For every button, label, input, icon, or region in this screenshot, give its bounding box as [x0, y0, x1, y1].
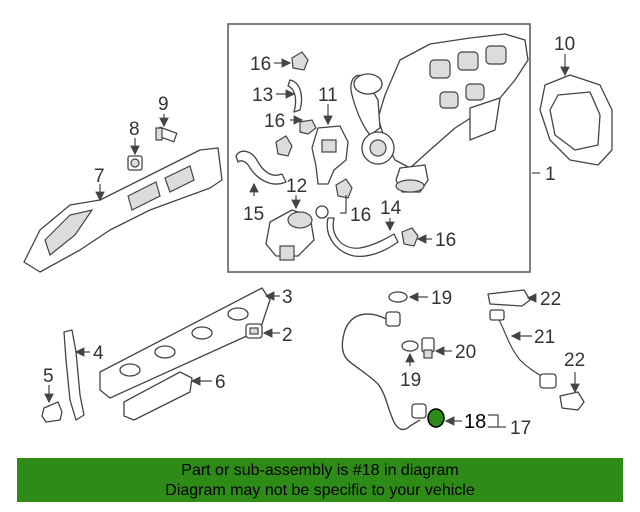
nut-8[interactable]: [127, 155, 143, 171]
callout-18[interactable]: 18: [464, 411, 486, 433]
callout-22-a[interactable]: 22: [540, 289, 561, 310]
clamp-16-b[interactable]: [275, 135, 293, 157]
oil-return-21[interactable]: [489, 309, 557, 389]
banner-line-1: Part or sub-assembly is #18 in diagram: [181, 462, 459, 479]
solenoid-valve-12[interactable]: [265, 209, 315, 261]
gasket-22-a[interactable]: [487, 289, 531, 307]
callout-16-d[interactable]: 16: [435, 230, 456, 251]
gasket-22-b[interactable]: [559, 391, 585, 411]
turbo-assembly-frame: [227, 23, 531, 273]
callout-17[interactable]: 17: [510, 418, 531, 439]
clamp-16-d[interactable]: [401, 227, 419, 247]
turbocharger-manifold[interactable]: [350, 33, 529, 193]
callout-16-c[interactable]: 16: [350, 205, 371, 226]
callout-12[interactable]: 12: [286, 176, 307, 197]
callout-13[interactable]: 13: [252, 85, 273, 106]
nut-2[interactable]: [245, 323, 263, 339]
washer-18-highlighted[interactable]: [427, 408, 445, 428]
exploded-parts-diagram: 1 2 3 4 5 6 7 8 9 10 11 12 13 14 15 16 1…: [23, 23, 613, 439]
washer-19-a[interactable]: [388, 291, 408, 303]
callout-9[interactable]: 9: [158, 94, 169, 115]
callout-10[interactable]: 10: [554, 34, 575, 55]
manifold-gasket-3[interactable]: [99, 287, 271, 399]
callout-6[interactable]: 6: [215, 372, 226, 393]
highlight-notice-banner: Part or sub-assembly is #18 in diagram D…: [17, 458, 623, 502]
banner-line-2: Diagram may not be specific to your vehi…: [165, 482, 475, 499]
callout-19-a[interactable]: 19: [431, 288, 452, 309]
callout-11[interactable]: 11: [318, 85, 338, 106]
heat-shield-6[interactable]: [123, 371, 193, 421]
callout-19-b[interactable]: 19: [400, 370, 421, 391]
callout-8[interactable]: 8: [129, 119, 140, 140]
banjo-bolt-20[interactable]: [421, 337, 435, 359]
callout-15[interactable]: 15: [243, 204, 264, 225]
callout-21[interactable]: 21: [534, 327, 555, 348]
clamp-16-c[interactable]: [335, 178, 353, 199]
callout-16-a[interactable]: 16: [250, 54, 271, 75]
heat-shield-7[interactable]: [23, 147, 223, 273]
hose-14[interactable]: [326, 217, 399, 258]
bracket-5[interactable]: [41, 401, 63, 423]
callout-5[interactable]: 5: [43, 366, 54, 387]
wastegate-actuator-11[interactable]: [311, 125, 349, 185]
callout-3[interactable]: 3: [282, 287, 293, 308]
callout-7[interactable]: 7: [94, 166, 105, 187]
callout-20[interactable]: 20: [455, 342, 476, 363]
stud-9[interactable]: [155, 126, 178, 143]
callout-14[interactable]: 14: [380, 198, 402, 219]
callout-4[interactable]: 4: [93, 343, 104, 364]
callout-1[interactable]: 1: [545, 164, 556, 185]
callout-16-b[interactable]: 16: [264, 111, 285, 132]
ring-16[interactable]: [315, 205, 329, 219]
clamp-16-a[interactable]: [291, 51, 309, 71]
callout-22-b[interactable]: 22: [564, 350, 585, 371]
bracket-4[interactable]: [63, 329, 85, 421]
washer-19-b[interactable]: [401, 340, 419, 352]
hose-13[interactable]: [287, 79, 303, 113]
callout-2[interactable]: 2: [282, 325, 293, 346]
hose-15[interactable]: [235, 150, 287, 185]
